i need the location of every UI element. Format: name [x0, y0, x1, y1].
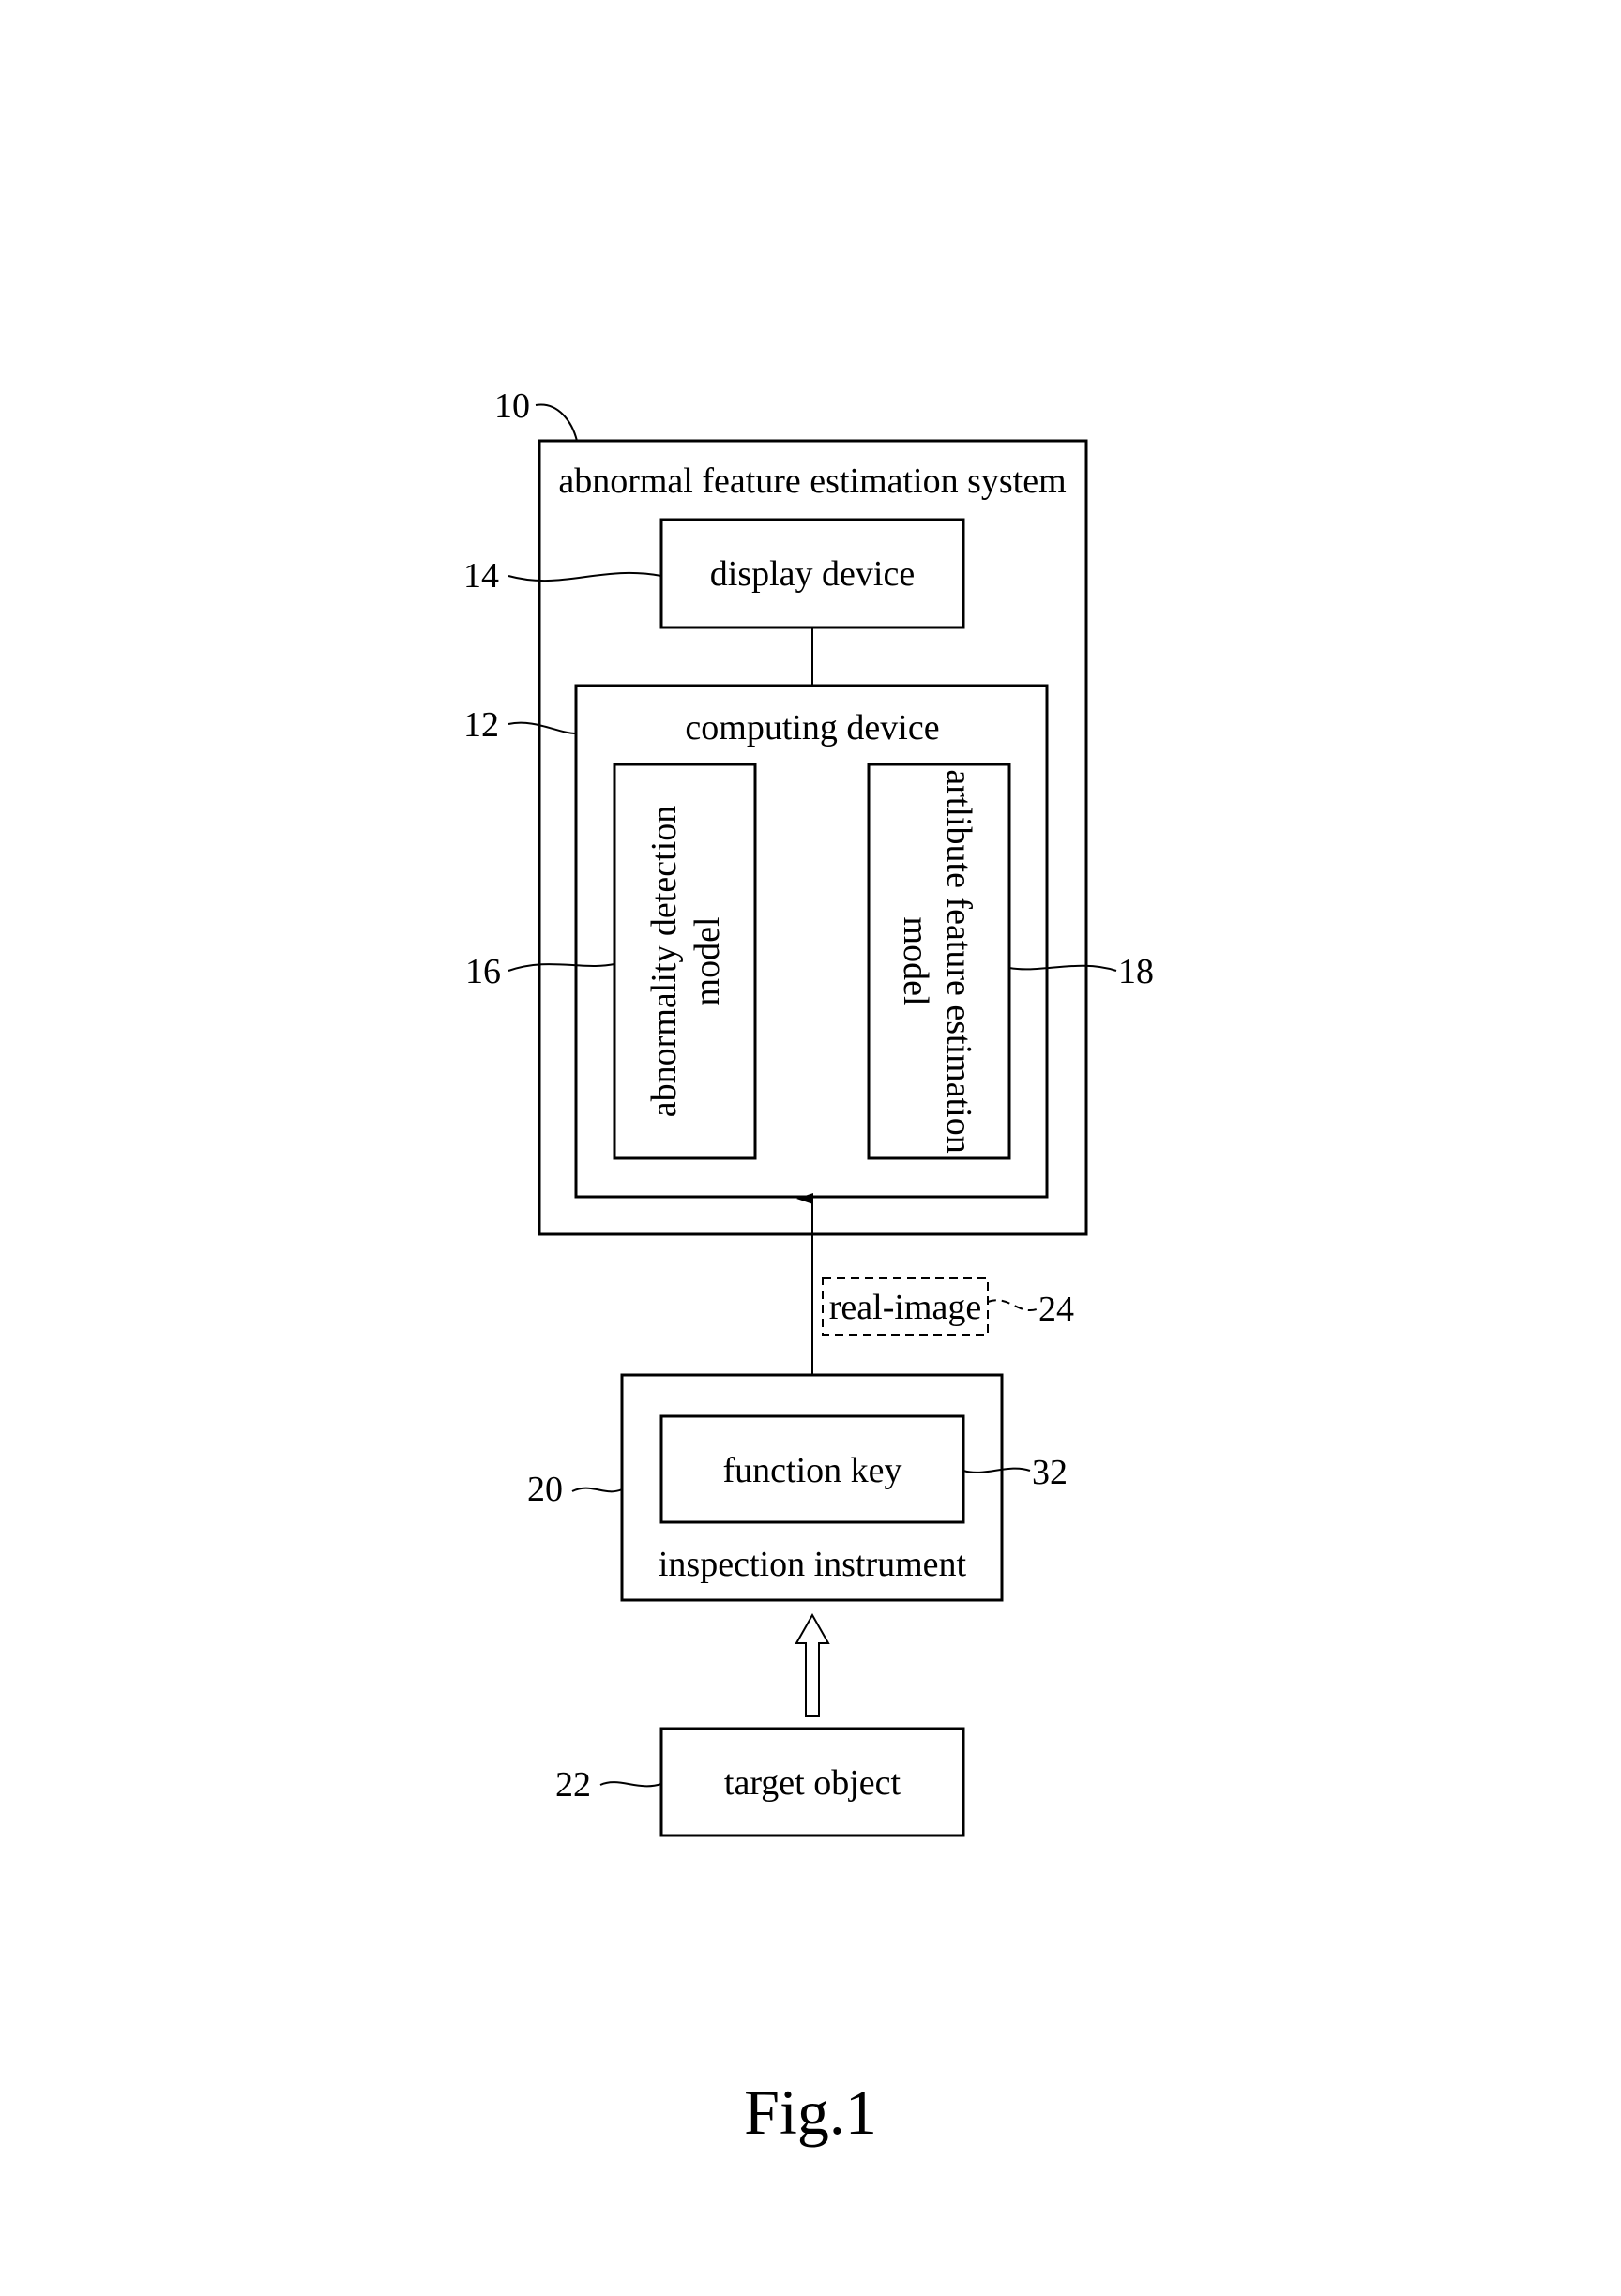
- ref-inspection-instrument: 20: [527, 1470, 563, 1509]
- inspection-instrument-label: inspection instrument: [659, 1545, 967, 1584]
- leader-abnormality-model: [508, 963, 615, 972]
- display-device-label: display device: [710, 554, 915, 594]
- leader-real-image: [987, 1299, 1038, 1312]
- ref-system: 10: [494, 386, 530, 426]
- abnormality-model-label-line1: abnormality detection: [644, 806, 684, 1117]
- ref-function-key: 32: [1032, 1453, 1068, 1492]
- leader-computing-device: [508, 721, 577, 734]
- abnormality-model-box: abnormality detection model: [613, 763, 757, 1160]
- leader-display-device: [508, 571, 662, 582]
- ref-target-object: 22: [555, 1765, 591, 1805]
- function-key-box: function key: [659, 1414, 965, 1524]
- attribute-model-label-line1: artlibute feature estimation: [939, 769, 978, 1153]
- attribute-model-label-line2: model: [896, 917, 935, 1006]
- target-object-label: target object: [724, 1763, 901, 1803]
- ref-attribute-model: 18: [1118, 952, 1154, 991]
- figure-caption: Fig.1: [744, 2077, 877, 2148]
- ref-display-device: 14: [463, 556, 499, 596]
- inspection-instrument-box: inspection instrument: [620, 1373, 1004, 1602]
- display-device-box: display device: [659, 518, 965, 629]
- real-image-label: real-image: [829, 1288, 981, 1327]
- leader-target-object: [599, 1781, 662, 1788]
- leader-attribute-model: [1008, 964, 1117, 972]
- hollow-arrow: [795, 1612, 830, 1717]
- abnormality-model-label-line2: model: [688, 917, 727, 1006]
- computing-device-label: computing device: [685, 708, 939, 748]
- real-image-box: real-image: [822, 1277, 989, 1336]
- ref-computing-device: 12: [463, 705, 499, 745]
- ref-real-image: 24: [1038, 1290, 1074, 1329]
- leader-function-key: [962, 1467, 1031, 1473]
- leader-inspection-instrument: [571, 1487, 623, 1493]
- target-object-box: target object: [659, 1727, 965, 1837]
- system-label: abnormal feature estimation system: [558, 461, 1066, 501]
- attribute-model-box: artlibute feature estimation model: [867, 763, 1011, 1160]
- ref-abnormality-model: 16: [465, 952, 501, 991]
- function-key-label: function key: [722, 1451, 901, 1490]
- leader-system: [535, 403, 578, 442]
